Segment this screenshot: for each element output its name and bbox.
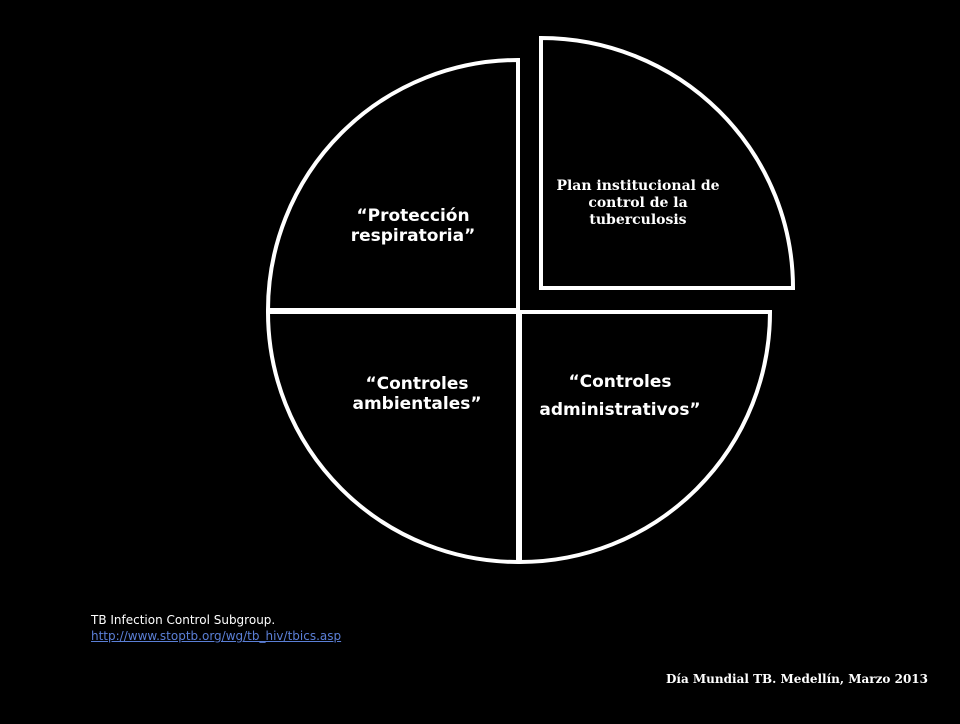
- source-link[interactable]: http://www.stoptb.org/wg/tb_hiv/tbics.as…: [91, 629, 342, 643]
- footer-event: Día Mundial TB. Medellín, Marzo 2013: [665, 672, 928, 686]
- quadrant-plan-institucional: [539, 35, 796, 290]
- controles-administrativos-line1: “Controles: [568, 372, 672, 392]
- source-citation: TB Infection Control Subgroup. http://ww…: [91, 612, 341, 644]
- quadrant-ambientales: [265, 310, 520, 565]
- quadrant-administrativos: [518, 310, 773, 565]
- source-text: TB Infection Control Subgroup.: [91, 613, 276, 627]
- controles-ambientales-label: “Controles ambientales”: [352, 374, 482, 414]
- controles-administrativos-line2: administrativos”: [539, 400, 701, 420]
- proteccion-respiratoria-label: “Protección respiratoria”: [350, 206, 476, 246]
- plan-institucional-label: Plan institucional de control de la tube…: [556, 178, 720, 228]
- controles-administrativos-label: “Controles administrativos”: [520, 368, 720, 424]
- quadrant-proteccion: [265, 57, 520, 312]
